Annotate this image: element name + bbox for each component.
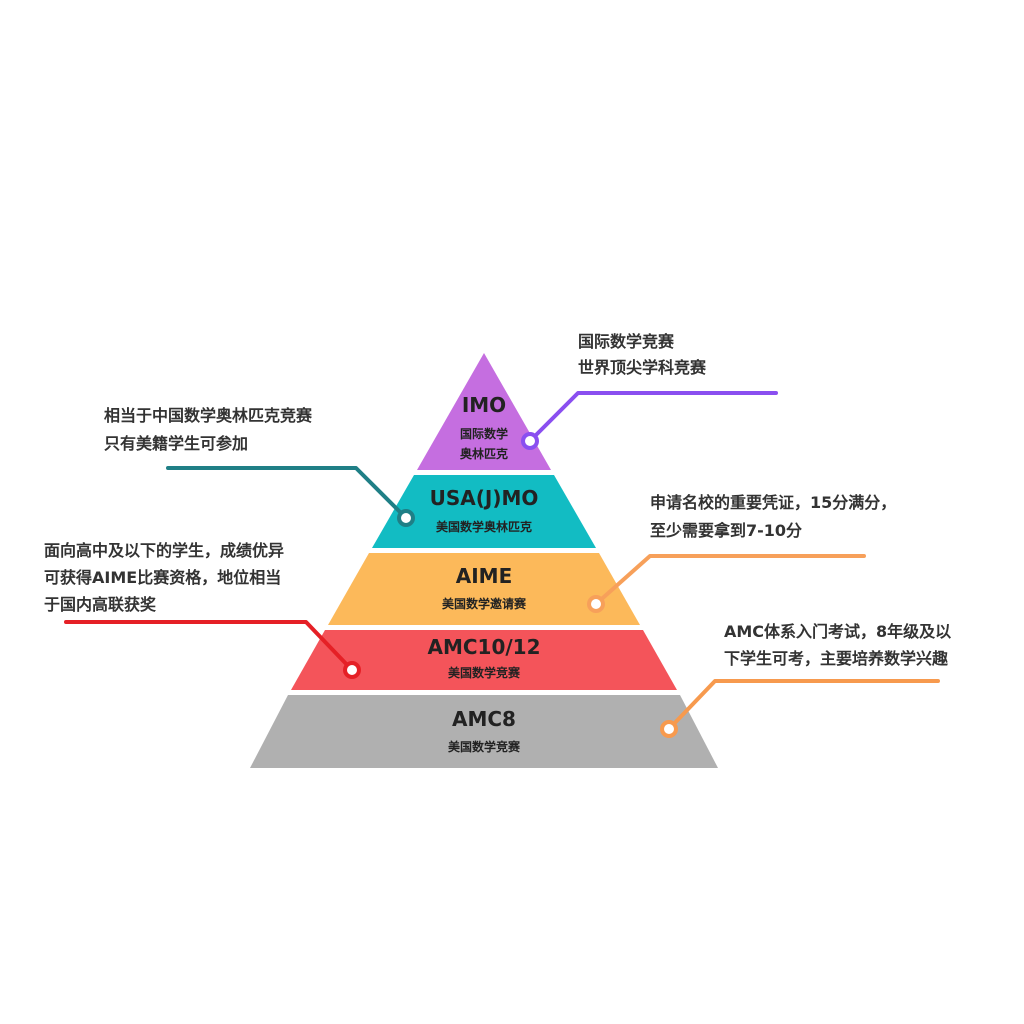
tier-usajmo-title: USA(J)MO: [430, 486, 539, 510]
tier-aime-shape: [328, 553, 640, 625]
connector-amc1012-dot: [343, 661, 361, 679]
tier-aime-title: AIME: [456, 564, 512, 588]
tier-imo-title: IMO: [462, 393, 506, 417]
note-aime-line-2: 至少需要拿到7-10分: [650, 521, 802, 540]
note-amc8-line-2: 下学生可考，主要培养数学兴趣: [724, 649, 949, 668]
tier-amc1012-subtitle: 美国数学竞赛: [448, 665, 521, 680]
connector-imo-dot: [521, 432, 539, 450]
note-imo-line-1: 国际数学竞赛: [578, 332, 675, 351]
tier-aime-subtitle: 美国数学邀请赛: [442, 596, 527, 611]
tier-usajmo-subtitle: 美国数学奥林匹克: [436, 519, 532, 534]
tier-amc8-shape: [250, 695, 718, 768]
connector-aime: [594, 554, 866, 606]
note-usajmo-line-1: 相当于中国数学奥林匹克竞赛: [104, 406, 313, 425]
tier-amc1012-shape: [291, 630, 677, 690]
note-usajmo-line-2: 只有美籍学生可参加: [104, 434, 248, 453]
tier-imo-subtitle-2: 奥林匹克: [460, 446, 508, 461]
note-imo-line-2: 世界顶尖学科竞赛: [578, 358, 707, 377]
tier-imo-subtitle-1: 国际数学: [460, 426, 508, 441]
connector-usajmo-dot: [397, 509, 415, 527]
connector-amc8: [667, 679, 940, 731]
connector-imo: [528, 391, 778, 443]
tier-amc8-subtitle: 美国数学竞赛: [448, 739, 521, 754]
tier-usajmo-shape: [372, 475, 596, 548]
connector-amc8-dot: [660, 720, 678, 738]
note-amc1012-line-3: 于国内高联获奖: [44, 595, 157, 614]
tier-imo-shape: [417, 353, 551, 470]
connector-aime-dot: [587, 595, 605, 613]
connector-usajmo: [166, 466, 408, 520]
note-aime-line-1: 申请名校的重要凭证，15分满分，: [650, 493, 896, 512]
note-amc1012-line-2: 可获得AIME比赛资格，地位相当: [44, 568, 281, 587]
note-amc1012-line-1: 面向高中及以下的学生，成绩优异: [44, 541, 284, 560]
tier-amc8-title: AMC8: [452, 707, 516, 731]
note-amc8-line-1: AMC体系入门考试，8年级及以: [724, 622, 951, 641]
tier-amc1012-title: AMC10/12: [427, 635, 540, 659]
connector-amc1012: [64, 620, 354, 672]
